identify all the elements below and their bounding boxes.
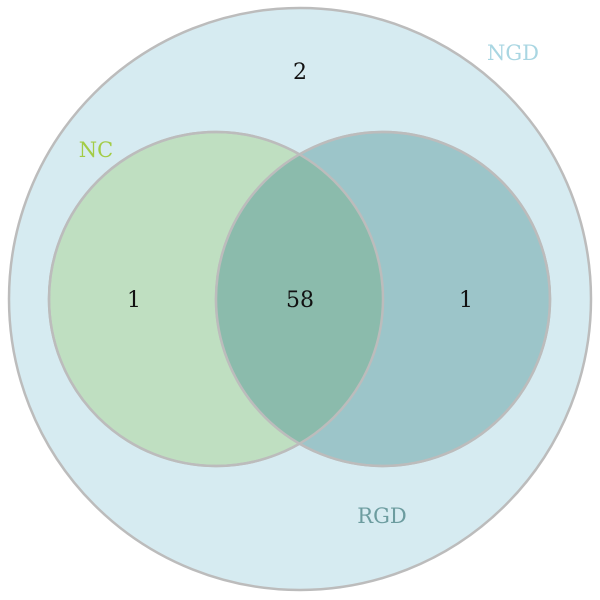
nc-label: NC (79, 138, 113, 162)
rgd-outline (214, 130, 552, 468)
nc-rgd-intersection (216, 132, 383, 466)
rgd-only-count: 1 (459, 288, 473, 313)
rgd-label: RGD (357, 504, 406, 528)
nc-rgd-count: 58 (286, 288, 314, 313)
ngd-label: NGD (487, 41, 539, 65)
nc-outline (47, 130, 385, 468)
ngd-only-count: 2 (293, 60, 307, 85)
nc-only-count: 1 (127, 288, 141, 313)
